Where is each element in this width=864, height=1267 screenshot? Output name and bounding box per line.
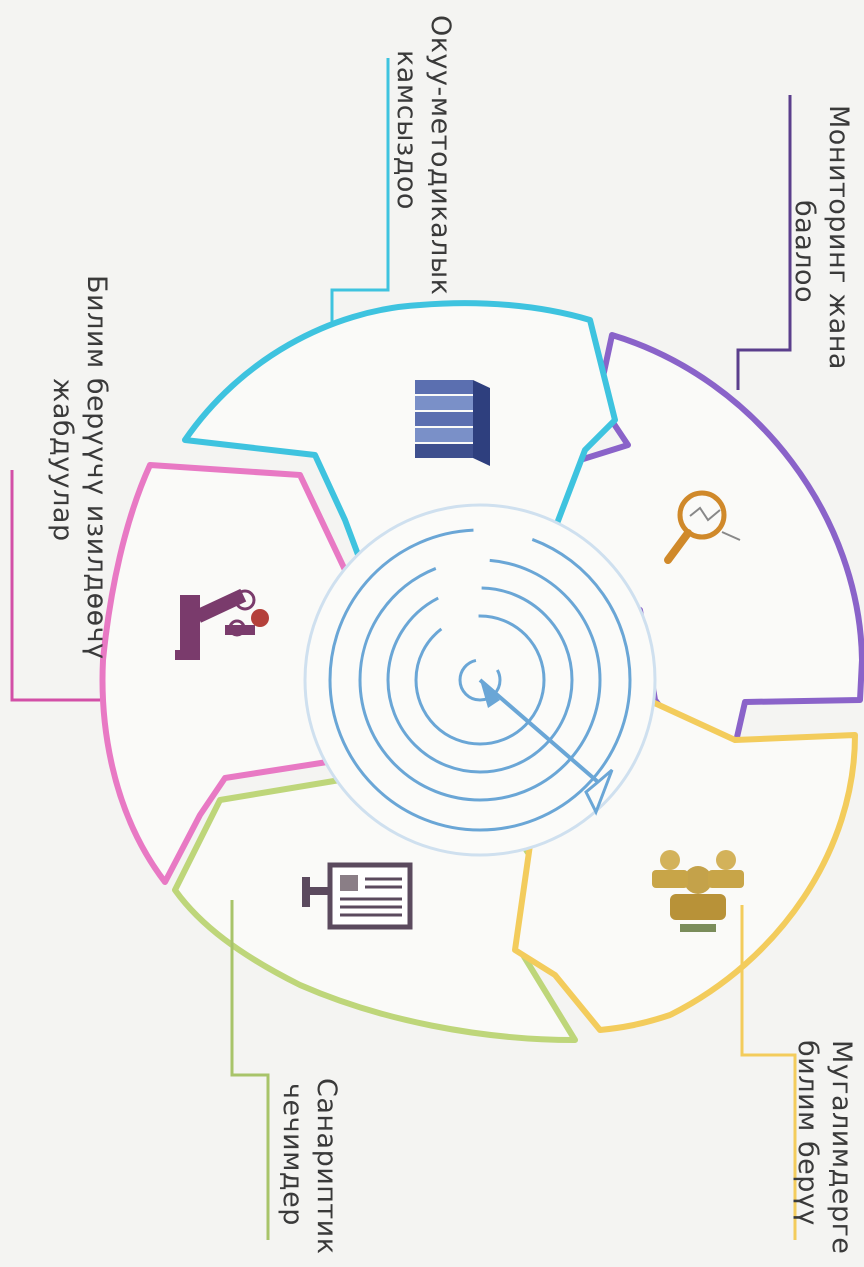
label-research-line2: жабдуулар bbox=[47, 378, 78, 542]
label-research: Билим берүүчү изилдөөчү жабдуулар bbox=[47, 275, 112, 669]
label-teachers: Мугалимдерге билим берүү bbox=[792, 1040, 857, 1264]
label-digital-line1: Санариптик bbox=[311, 1078, 342, 1255]
label-teachers-line2: билим берүү bbox=[792, 1040, 823, 1226]
microscope-molecules-icon bbox=[175, 588, 269, 660]
leader-line-methodical bbox=[330, 58, 390, 325]
magnifier-chart-icon bbox=[664, 490, 741, 564]
leader-line-monitoring bbox=[736, 95, 792, 390]
leader-line-research bbox=[10, 470, 100, 702]
teachers-group-icon bbox=[652, 850, 744, 932]
leader-line-digital bbox=[230, 900, 270, 1240]
label-digital: Санариптик чечимдер bbox=[277, 1078, 342, 1264]
center-target-icon bbox=[303, 503, 657, 857]
label-digital-line2: чечимдер bbox=[277, 1083, 308, 1226]
label-monitoring-line1: Мониторинг жана bbox=[823, 105, 854, 370]
leader-line-teachers bbox=[740, 905, 797, 1240]
segment-methodical-shape bbox=[182, 300, 618, 563]
label-teachers-line1: Мугалимдерге bbox=[826, 1040, 857, 1254]
label-monitoring-line2: баалоо bbox=[789, 200, 820, 303]
books-stack-icon bbox=[415, 380, 490, 466]
label-monitoring: Мониторинг жана баалоо bbox=[789, 105, 854, 379]
segment-methodical bbox=[182, 58, 618, 563]
segment-research-shape bbox=[99, 462, 348, 885]
label-methodical-line2: камсыздоо bbox=[391, 50, 422, 210]
label-methodical-line1: Окуу-методикалык bbox=[425, 15, 456, 295]
label-research-line1: Билим берүүчү изилдөөчү bbox=[81, 275, 112, 660]
computer-monitor-icon bbox=[302, 862, 413, 930]
label-methodical: Окуу-методикалык камсыздоо bbox=[391, 15, 456, 305]
segment-research bbox=[10, 462, 348, 885]
